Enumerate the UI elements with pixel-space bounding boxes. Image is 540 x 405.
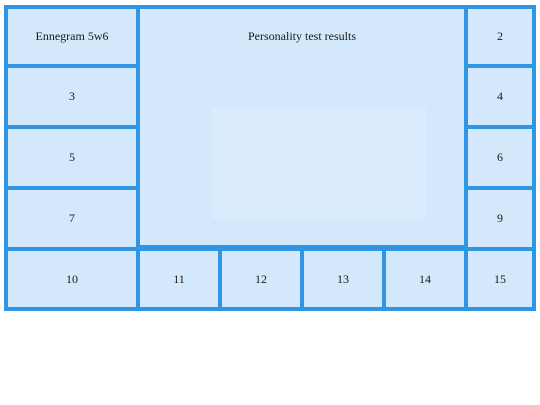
results-content-area <box>212 107 426 219</box>
cell-9: 9 <box>464 186 536 251</box>
cell-10: 10 <box>4 247 140 311</box>
cell-11: 11 <box>136 247 222 311</box>
cell-7: 7 <box>4 186 140 251</box>
results-panel: Personality test results <box>136 5 468 249</box>
cell-label: Ennegram 5w6 <box>35 29 109 43</box>
cell-label: 7 <box>69 211 75 225</box>
cell-label: 2 <box>497 29 503 43</box>
cell-label: 15 <box>494 271 506 286</box>
cell-label: 3 <box>69 89 75 103</box>
cell-label: 14 <box>419 271 431 286</box>
cell-12: 12 <box>218 247 304 311</box>
cell-13: 13 <box>300 247 386 311</box>
results-title: Personality test results <box>248 29 356 43</box>
cell-label: 11 <box>173 271 185 286</box>
cell-label: 13 <box>337 271 349 286</box>
cell-15: 15 <box>464 247 536 311</box>
cell-3: 3 <box>4 64 140 129</box>
cell-6: 6 <box>464 125 536 190</box>
cell-4: 4 <box>464 64 536 129</box>
cell-14: 14 <box>382 247 468 311</box>
cell-label: 6 <box>497 150 503 164</box>
cell-5: 5 <box>4 125 140 190</box>
cell-label: 10 <box>66 271 78 286</box>
cell-label: 4 <box>497 89 503 103</box>
cell-2: 2 <box>464 5 536 68</box>
cell-label: 12 <box>255 271 267 286</box>
cell-enneagram-label: Ennegram 5w6 <box>4 5 140 68</box>
cell-label: 9 <box>497 211 503 225</box>
cell-label: 5 <box>69 150 75 164</box>
